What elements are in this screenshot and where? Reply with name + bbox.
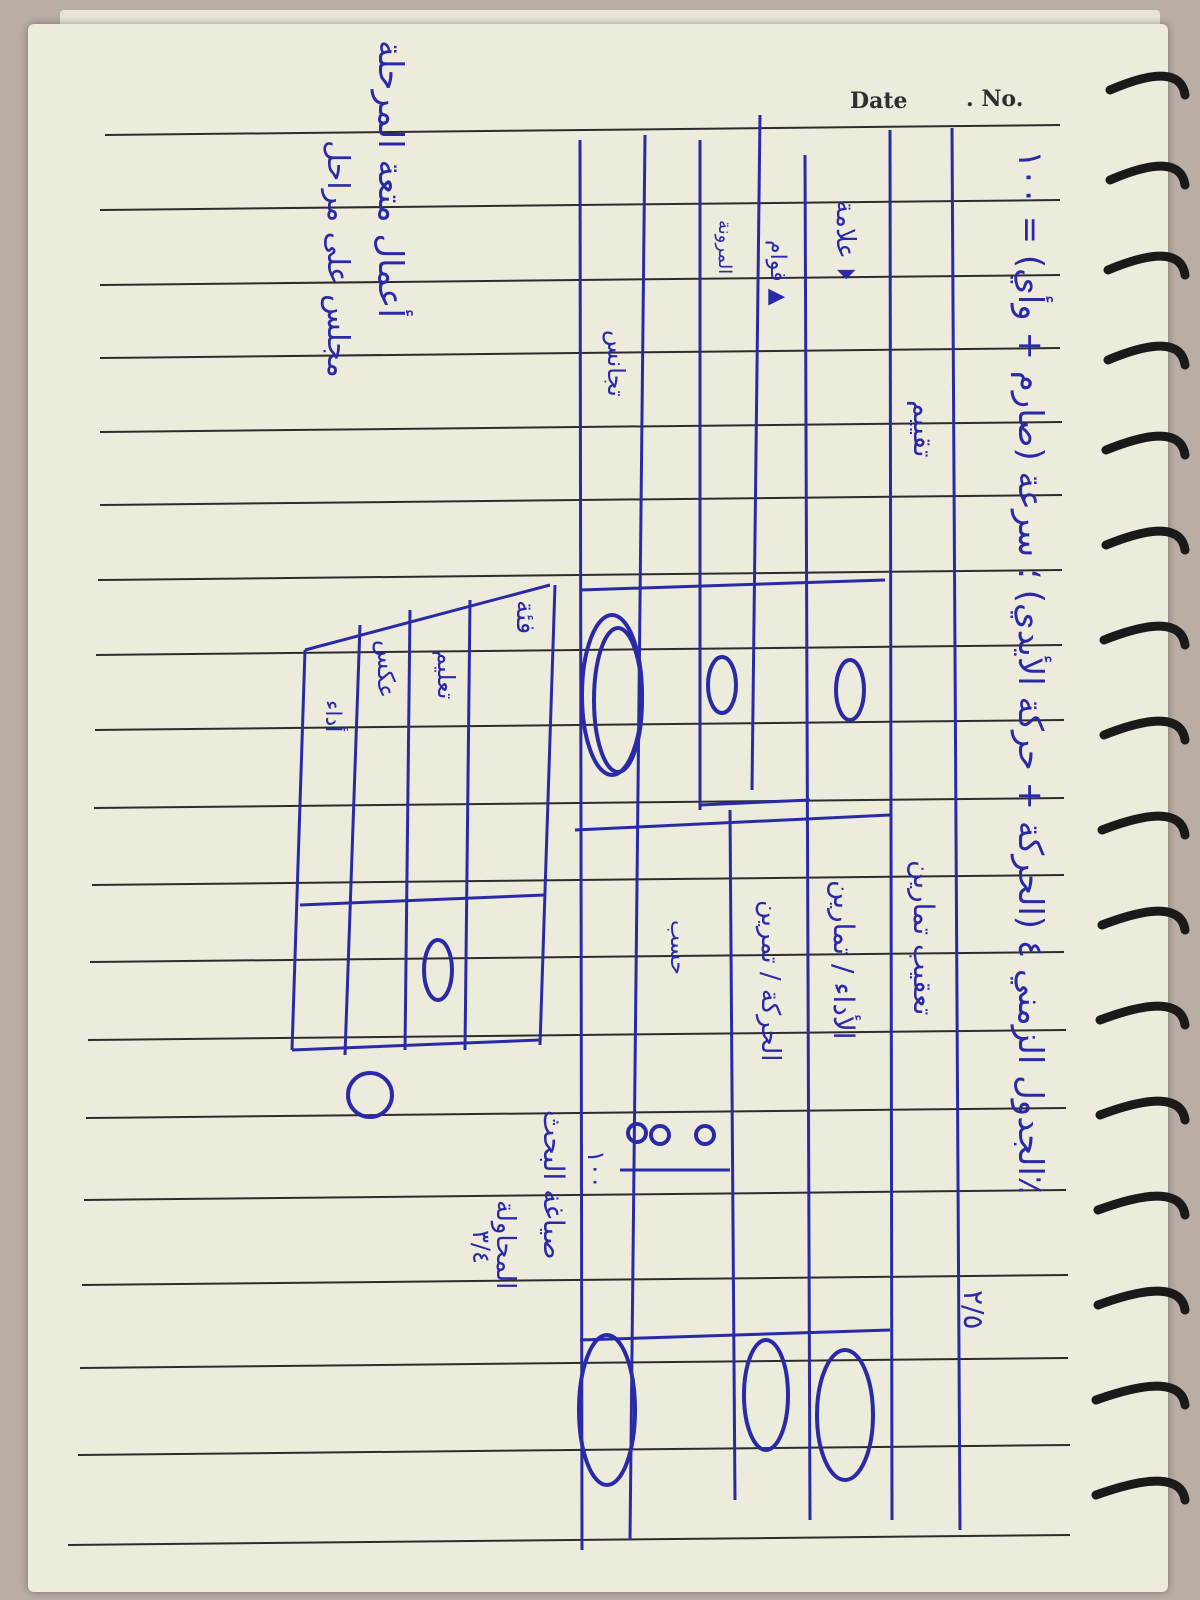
right-row-3: حسب bbox=[665, 920, 690, 975]
formula-line: الجدول الزمني ٤ (الحركة + حركة الأيدي) ؛… bbox=[1010, 150, 1050, 1195]
notebook-page bbox=[28, 24, 1168, 1592]
right-block-header: تعقيب تمارين bbox=[907, 860, 940, 1016]
right-bottom-note-3: ٣/٤ bbox=[467, 1230, 495, 1264]
percentage-fraction: ٢/٥ bbox=[957, 1290, 990, 1330]
row-label-3: المرونة bbox=[714, 220, 735, 275]
right-row-1: الأداء / تمارين bbox=[827, 880, 860, 1040]
circled-marks bbox=[346, 613, 875, 1487]
sub-row-3: أداء bbox=[320, 700, 345, 733]
right-bottom-note: صياغة البحث bbox=[537, 1110, 570, 1260]
sub-row-1: تعليم bbox=[432, 650, 460, 700]
number-label: . No. bbox=[966, 86, 1024, 112]
sub-table-header: فئة bbox=[510, 600, 540, 635]
right-row-2: الحركة / تمرين bbox=[755, 900, 785, 1062]
date-label: Date bbox=[850, 88, 908, 114]
ruled-lines bbox=[67, 124, 1071, 1546]
table-grid bbox=[290, 114, 962, 1551]
bottom-note: أعمال متعة المرحلة bbox=[370, 40, 410, 318]
table-header: تقييم bbox=[907, 400, 940, 458]
row-label-1: علامة ⏵ bbox=[830, 200, 860, 281]
spiral-binding bbox=[1091, 71, 1190, 1505]
bottom-note-2: مجلس على مراحل bbox=[320, 140, 355, 378]
score-left: ١٠٠ bbox=[582, 1150, 610, 1189]
row-label-4: تجانس bbox=[602, 330, 630, 397]
row-label-2: قوام ▲ bbox=[765, 240, 790, 306]
sub-row-2: عكس bbox=[372, 640, 400, 699]
